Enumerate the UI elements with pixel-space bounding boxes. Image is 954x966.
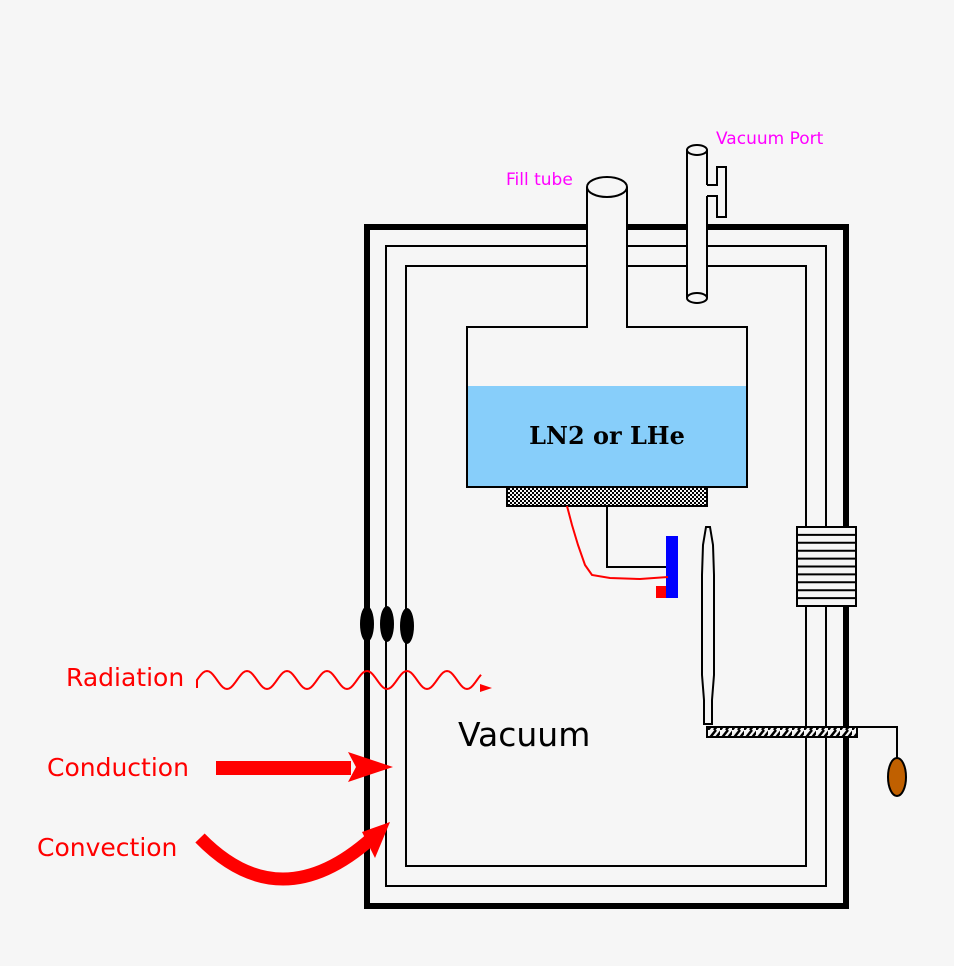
wall-supports	[360, 606, 414, 644]
convection-label: Convection	[37, 833, 177, 862]
support-2	[380, 606, 394, 642]
bulb-wire	[850, 726, 898, 758]
radiation-label: Radiation	[66, 663, 184, 692]
bellows	[796, 526, 857, 607]
feedthrough-rod	[701, 526, 715, 725]
conduction-arrow	[216, 752, 393, 782]
support-3	[400, 608, 414, 644]
sample-arm	[606, 506, 667, 568]
bulb	[887, 757, 907, 797]
thermal-link	[706, 726, 858, 738]
sample-holder	[666, 536, 678, 598]
radiation-arrow	[196, 669, 492, 692]
convection-arrow	[195, 822, 390, 886]
fill-tube	[586, 176, 628, 329]
temperature-sensor	[656, 586, 666, 598]
sensor-wire	[566, 505, 669, 581]
support-1	[360, 606, 374, 642]
conduction-label: Conduction	[47, 753, 189, 782]
vacuum-port-label: Vacuum Port	[716, 129, 824, 149]
cold-plate	[506, 486, 708, 507]
liquid-label: LN2 or LHe	[529, 421, 685, 450]
fill-tube-label: Fill tube	[506, 170, 573, 190]
vacuum-port	[686, 144, 727, 304]
liquid-reservoir	[466, 326, 748, 488]
vacuum-label: Vacuum	[458, 715, 590, 754]
